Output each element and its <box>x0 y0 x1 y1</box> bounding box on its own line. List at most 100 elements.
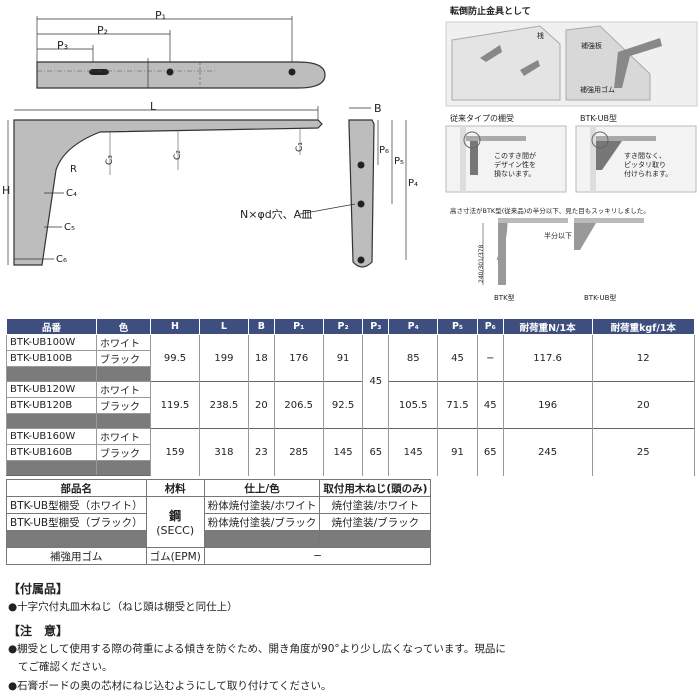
new-desc-1: すき間なく、 <box>624 152 666 160</box>
table-row: BTK-UB160B ブラック <box>6 444 695 461</box>
new-desc-3: 付けられます。 <box>624 169 672 178</box>
table-row: BTK-UB100W ホワイト 99.5 199 18 176 91 45 85… <box>6 334 696 429</box>
blank-cell <box>6 366 97 382</box>
col-p1: P₁ <box>273 318 324 335</box>
dim-p3: P₃ <box>57 39 68 52</box>
finish: 粉体焼付塗装/ブラック <box>203 513 321 531</box>
value-p3-shared: 45 <box>362 334 390 429</box>
value-p2: 145 <box>322 428 364 476</box>
table-row: BTK-UB160W ホワイト 159 318 23 285 145 65 14… <box>6 428 696 476</box>
col-h: H <box>150 318 200 335</box>
value-p4: 105.5 <box>388 381 439 429</box>
technical-drawings: P₁ P₂ P₃ L H C₂ C₃ C₁ R C₄ C₅ C₆ B P₆ <box>2 5 698 302</box>
dim-p1: P₁ <box>155 9 166 22</box>
value-p1: 285 <box>273 428 324 476</box>
value-b: 20 <box>247 381 275 429</box>
blank-cell <box>203 530 321 548</box>
value-p2: 91 <box>322 334 364 382</box>
blank-cell <box>96 413 151 429</box>
color: ホワイト <box>96 428 151 445</box>
finish: − <box>203 547 432 565</box>
parts-table: 部品名 材料 仕上/色 取付用木ねじ(頭のみ) BTK-UB型棚受（ホワイト） … <box>6 479 432 565</box>
value-load-n: 196 <box>502 381 593 429</box>
value-b: 23 <box>247 428 275 476</box>
material-sub: (SECC) <box>156 524 195 537</box>
table-row: BTK-UB型棚受（ブラック） 粉体焼付塗装/ブラック 焼付塗装/ブラック <box>6 513 432 531</box>
part-number: BTK-UB100W <box>6 334 97 351</box>
value-p6: 45 <box>476 381 504 429</box>
value-load-n: 245 <box>502 428 593 476</box>
value-p5: 71.5 <box>437 381 478 429</box>
half-label: 半分以下 <box>544 231 572 240</box>
color: ホワイト <box>96 334 151 351</box>
finish: 粉体焼付塗装/ホワイト <box>203 496 321 514</box>
old-desc-2: デザイン性を <box>494 160 536 169</box>
col-load-n: 耐荷重N/1本 <box>502 318 593 335</box>
btk-label: BTK型 <box>494 293 515 302</box>
col-screw: 取付用木ねじ(頭のみ) <box>319 479 432 497</box>
dim-b: B <box>374 102 382 115</box>
value-load-kgf: 12 <box>591 334 696 382</box>
value-p3: 65 <box>362 428 390 476</box>
value-h: 99.5 <box>150 334 200 382</box>
old-desc-3: 損ないます。 <box>494 169 535 178</box>
value-l: 318 <box>198 428 249 476</box>
col-material: 材料 <box>145 479 205 497</box>
value-p1: 176 <box>273 334 324 382</box>
part-number: BTK-UB120B <box>6 397 97 414</box>
label-shelf: 桟 <box>537 31 544 40</box>
col-p5: P₅ <box>437 318 478 335</box>
blank-cell <box>96 366 151 382</box>
table-row <box>6 366 695 382</box>
accessory-text: ●十字穴付丸皿木ねじ（ねじ頭は棚受と同仕上） <box>8 601 238 613</box>
blank-cell <box>6 530 147 548</box>
col-part-number: 品番 <box>6 318 97 335</box>
col-p2: P₂ <box>322 318 364 335</box>
usage-figure: 転倒防止金具として 桟 補強板 補強用ゴム 従来タイプの棚受 BTK-UB型 こ… <box>445 5 698 302</box>
blank-cell <box>6 460 97 476</box>
value-h: 119.5 <box>150 381 200 429</box>
col-b: B <box>247 318 275 335</box>
dim-c5: C₅ <box>64 222 75 233</box>
material-cell: 鋼 (SECC) <box>145 496 205 548</box>
value-p4: 85 <box>388 334 439 382</box>
color: ブラック <box>96 350 151 367</box>
new-type-title: BTK-UB型 <box>580 114 617 123</box>
dim-r: R <box>70 164 77 175</box>
col-part-name: 部品名 <box>6 479 147 497</box>
dim-p5: P₅ <box>394 156 404 167</box>
value-l: 238.5 <box>198 381 249 429</box>
dim-p4: P₄ <box>408 178 418 189</box>
dim-p2: P₂ <box>97 24 108 37</box>
dim-c3: C₃ <box>105 155 115 165</box>
table-row: BTK-UB型棚受（ホワイト） 鋼 (SECC) 粉体焼付塗装/ホワイト 焼付塗… <box>6 496 432 548</box>
part-name: BTK-UB型棚受（ブラック） <box>6 513 147 531</box>
table-row <box>6 460 695 476</box>
old-type-title: 従来タイプの棚受 <box>450 113 514 123</box>
col-finish: 仕上/色 <box>203 479 321 497</box>
table-row <box>6 530 432 548</box>
caution-title: 【注 意】 <box>8 624 69 638</box>
table-row: BTK-UB120W ホワイト 119.5 238.5 20 206.5 92.… <box>6 381 696 429</box>
dim-h: H <box>2 184 10 197</box>
value-load-kgf: 25 <box>591 428 696 476</box>
dim-p6: P₆ <box>379 145 389 156</box>
hole-note: N×φd穴、A皿 <box>240 207 312 221</box>
material-main: 鋼 <box>169 509 182 523</box>
dim-c4: C₄ <box>66 188 77 199</box>
color: ブラック <box>96 397 151 414</box>
value-p5: 45 <box>437 334 478 382</box>
screw-finish: 焼付塗装/ブラック <box>319 513 432 531</box>
col-p6: P₆ <box>476 318 504 335</box>
old-desc-1: このすき間が <box>494 151 536 160</box>
top-view: P₁ P₂ P₃ <box>36 9 326 89</box>
part-name: BTK-UB型棚受（ホワイト） <box>6 496 147 514</box>
color: ホワイト <box>96 381 151 398</box>
label-plate: 補強板 <box>581 41 602 50</box>
dim-c1: C₁ <box>295 142 305 152</box>
value-p6: − <box>476 334 504 382</box>
label-rubber: 補強用ゴム <box>580 85 615 94</box>
blank-cell <box>319 530 432 548</box>
col-l: L <box>198 318 249 335</box>
value-load-n: 117.6 <box>502 334 593 382</box>
